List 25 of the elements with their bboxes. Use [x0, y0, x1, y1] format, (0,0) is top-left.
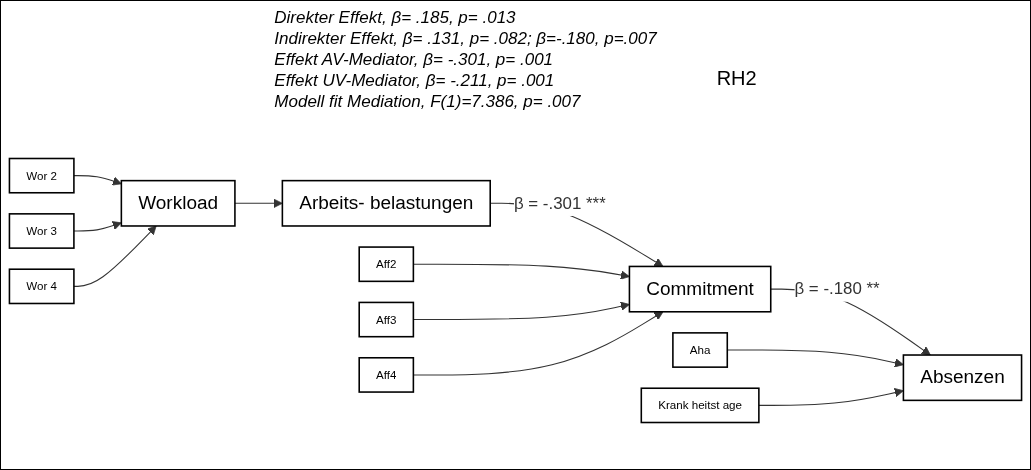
statistics-note: Effekt UV-Mediator, β= -.211, p= .001: [274, 70, 556, 91]
statistics-note: Effekt AV-Mediator, β= -.301, p= .001: [274, 49, 555, 70]
statistics-note: Direkter Effekt, β= .185, p= .013: [274, 7, 517, 28]
node-box: Absenzen: [902, 354, 1023, 402]
arrow: [73, 221, 122, 232]
node-box: Wor 2: [8, 157, 75, 194]
node-box: Krank heitst age: [640, 387, 760, 424]
statistics-note: Indirekter Effekt, β= .131, p= .082; β=-.180, p=.007: [274, 28, 657, 49]
node-box: Commitment: [628, 265, 772, 313]
node-box: Aff2: [358, 246, 415, 283]
node-box: Aff4: [358, 357, 415, 393]
hypothesis-label: RH2: [716, 67, 757, 89]
arrow: [73, 175, 122, 186]
node-box: Wor 4: [8, 268, 75, 305]
edge-label: β = -.301 ***: [513, 193, 606, 212]
arrow: [73, 225, 157, 287]
statistics-note: Modell fit Mediation, F(1)=7.386, p= .007: [274, 91, 582, 112]
node-box: Aha: [672, 332, 729, 368]
node-box: Workload: [120, 179, 236, 227]
arrow: [234, 198, 283, 208]
node-box: Wor 3: [8, 213, 75, 249]
arrow: [758, 388, 904, 406]
node-box: Arbeits- belastungen: [281, 179, 491, 227]
node-box: Aff3: [358, 301, 415, 338]
edge-label: β = -.180 **: [794, 279, 880, 298]
